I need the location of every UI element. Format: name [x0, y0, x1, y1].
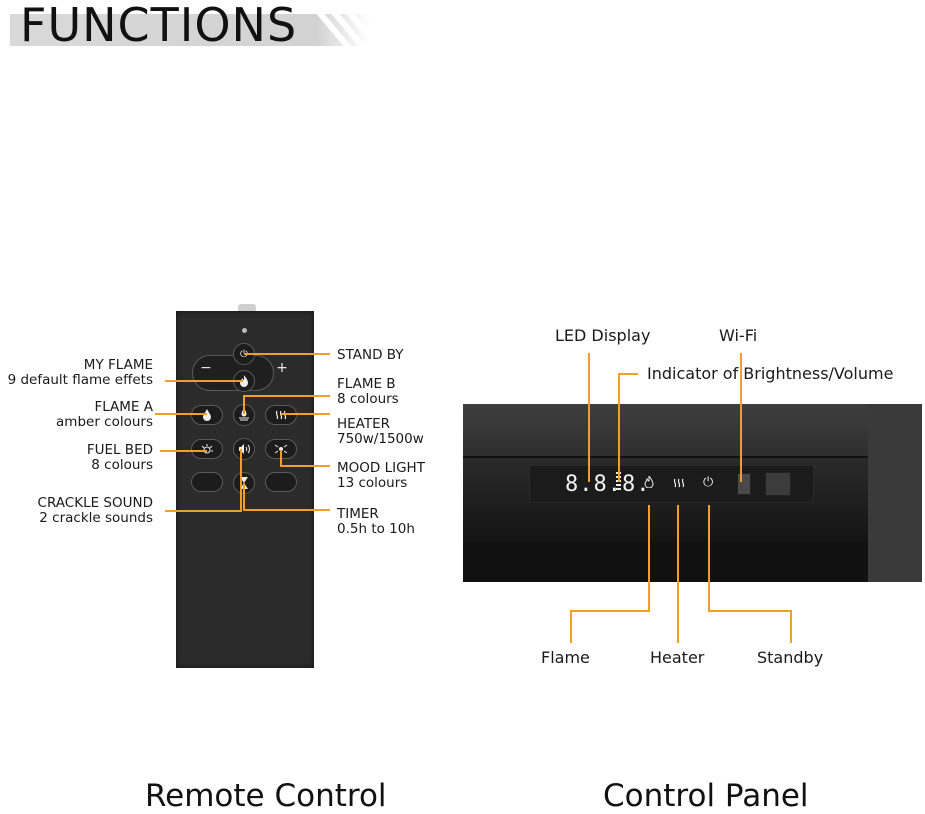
control-panel-top	[463, 404, 922, 456]
standby-icon[interactable]: ⏻	[703, 475, 714, 490]
minus-icon[interactable]: −	[200, 360, 212, 376]
control-panel-side	[868, 404, 922, 582]
led-display-label: LED Display	[555, 326, 651, 345]
flame-leader	[570, 505, 650, 643]
mood-light-leader	[280, 450, 330, 467]
header-band	[10, 14, 370, 46]
my-flame-button[interactable]	[233, 370, 255, 392]
panel-caption: Control Panel	[603, 778, 809, 814]
page-title: FUNCTIONS	[20, 0, 298, 52]
wifi-label: Wi-Fi	[719, 326, 758, 345]
flame-label: Flame	[541, 648, 590, 667]
blank-button-right[interactable]	[265, 472, 297, 492]
heater-panel-label: Heater	[650, 648, 705, 667]
indicator-leader	[618, 373, 638, 482]
remote-indicator-led	[242, 328, 247, 333]
standby-label: Standby	[757, 648, 824, 667]
standby-panel-leader	[708, 505, 792, 643]
remote-caption: Remote Control	[145, 778, 387, 814]
flame-b-leader	[243, 395, 330, 414]
blank-button-left[interactable]	[191, 472, 223, 492]
heat-icon[interactable]	[673, 477, 685, 491]
fuel-bed-button[interactable]	[191, 439, 223, 459]
crackle-leader	[165, 449, 242, 512]
stand-by-label: STAND BY	[337, 347, 404, 363]
indicator-label: Indicator of Brightness/Volume	[647, 364, 894, 383]
timer-leader	[243, 483, 330, 511]
remote-top-tab	[238, 304, 256, 311]
flame-b-icon	[239, 409, 249, 421]
plus-icon[interactable]: +	[276, 360, 288, 376]
flame-icon[interactable]	[644, 474, 654, 491]
led-display: 8.8.8.	[565, 472, 651, 497]
crackle-sound-button[interactable]	[233, 438, 255, 460]
wifi-module	[765, 472, 791, 496]
flame-icon	[240, 375, 248, 387]
